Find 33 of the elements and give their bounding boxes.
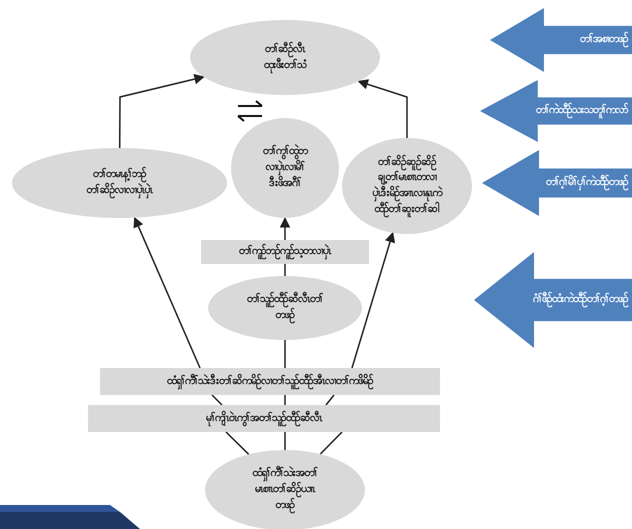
pointer-banner <box>482 150 632 216</box>
node-label: တၢ်သူဉ်ထီဉ်ဆီလီၤတၢ် တဖဉ် <box>247 292 323 324</box>
pointer-banner <box>490 8 632 72</box>
arrow-label: တၢ်အစၢတဖဉ် <box>580 32 628 48</box>
node-label: တၢ်ကူဉ်ဘဉ်ကူဉ်သ့တလၢပှဲၤ <box>239 244 331 260</box>
node-label: ထံရှၢ်ကီၢ်သဲးဒီးတၢ်ဆိကမိဉ်လၢတၢ်သူဉ်ထီဉ်အီၤလၢတၢ်ကဖိမိဉ် <box>167 374 373 390</box>
arrow <box>351 232 396 368</box>
arrow-label: တၢ်ဂ့ၢ်မိၢ်ပှၢ်ကဲထီဉ်တဖဉ် <box>546 175 628 191</box>
pointer-banner <box>480 80 632 142</box>
arrow-label: ဂံၢ်ဖီဉ်ထံးကဲထီဉ်တၢ်ဂ့ၢ်တဖဉ် <box>533 292 628 308</box>
connector-line <box>284 340 286 368</box>
node-label: တၢ်ဆိဉ်ဆူဉ်ဆိဉ် ချ့တၢ်မၤစၢၤတလၢ ပှဲၤဒီးမိဉ်အၢၤလၢနုၤကဲ ထီဉ်တၢ်ဆူးတၢ်ဆါ <box>372 154 442 218</box>
band-box <box>201 240 369 264</box>
arrow <box>134 216 201 368</box>
arrow <box>280 216 290 240</box>
node-label: ထံရှၢ်ကီၢ်သဲးအတၢ် မၤစၢၤတၢ်ဆိဉ်ယၢၤ တဖဉ် <box>252 466 318 514</box>
connector-line <box>320 431 343 455</box>
arrow-label: တၢ်ကဲထီဉ်သးသတူၢ်ကလာ် <box>536 103 628 119</box>
node-label: တၢ်ကွၢ်ထွဲတ လၢပှဲၤလၢမိၢ် ဒီးဖိအဂီၢ် <box>263 144 307 191</box>
band-box <box>88 405 440 432</box>
connector-line <box>325 394 335 406</box>
connector-line <box>225 431 250 455</box>
node-label: တၢ်ဆီဉ်လီၤ ထုးဖီးတၢ်သံ <box>264 42 306 74</box>
band-box <box>100 368 440 395</box>
connector-line <box>284 432 286 450</box>
node-label: တၢ်တမၤန့ၢ်ဘဉ် တၢ်ဆိဉ်လၢလၢပှဲၤပှဲၤ <box>86 167 152 199</box>
connector-line <box>211 394 223 406</box>
arrow <box>358 79 408 138</box>
pointer-banner <box>474 252 632 348</box>
connector-line <box>284 264 286 276</box>
arrow <box>118 74 205 148</box>
node-label: မုၢ်ကျိၤဝဲၤကွၢ်အတၢ်သူဉ်ထီဉ်ဆီလီၤ <box>206 410 322 426</box>
connector-line <box>284 395 286 405</box>
